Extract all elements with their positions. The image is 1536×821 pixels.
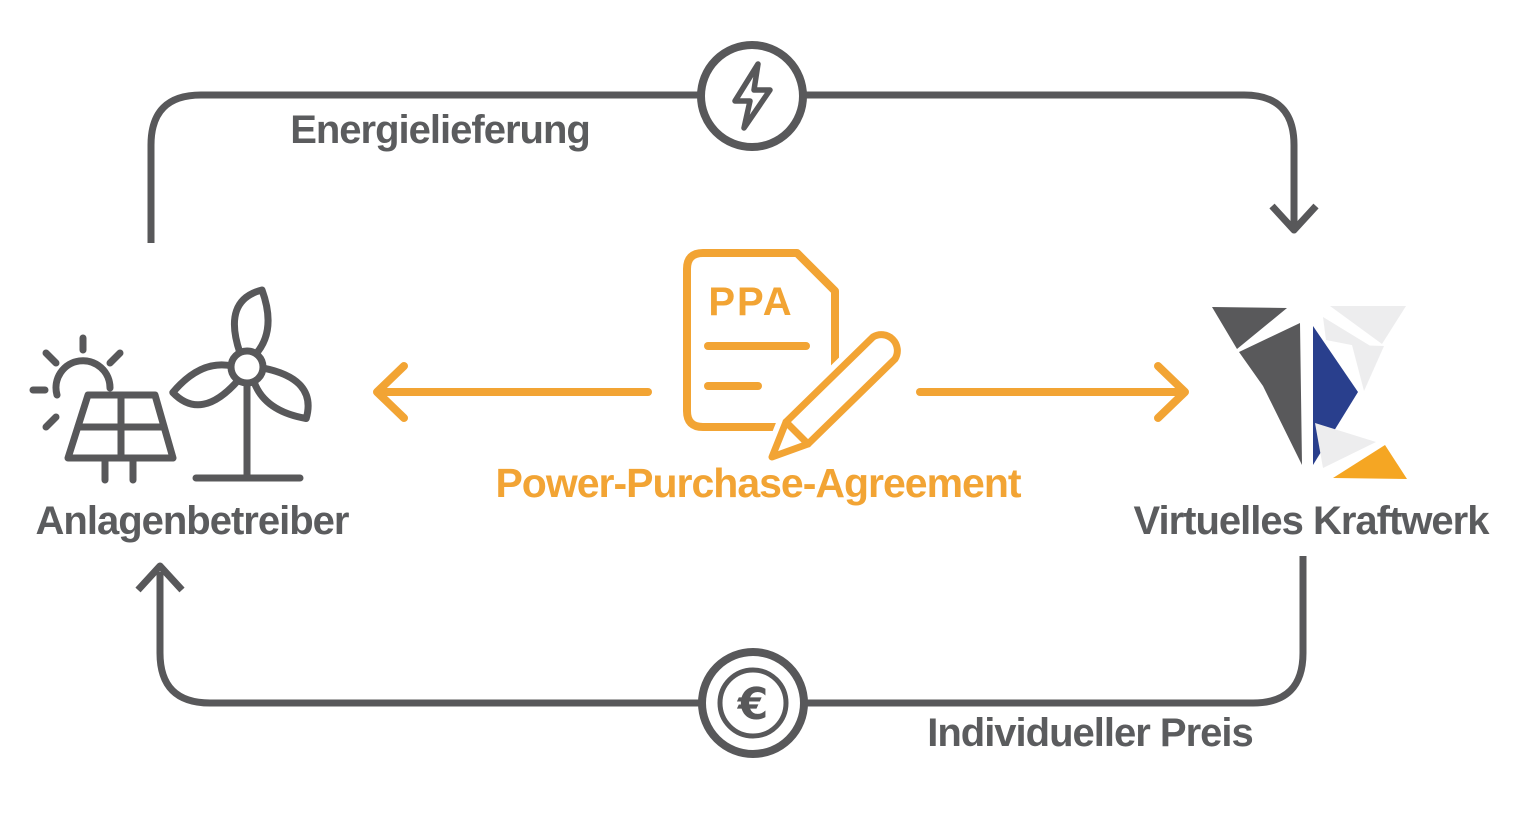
pencil-tip-line <box>782 418 812 448</box>
arrow-right-icon <box>1154 362 1189 422</box>
arrow-down-icon <box>1269 203 1319 234</box>
logo-triangle <box>1352 345 1384 391</box>
logo-triangle <box>1315 423 1376 468</box>
virtual-power-plant-logo <box>1212 306 1407 479</box>
arrow-up-icon <box>135 562 185 593</box>
renewable-plant-icon <box>29 286 312 484</box>
plant-operator-label: Anlagenbetreiber <box>35 499 350 543</box>
ppa-document-icon <box>683 249 907 466</box>
arrow-left-icon <box>373 362 408 422</box>
logo-triangle <box>1330 306 1406 344</box>
solar-panel-icon <box>64 391 177 484</box>
sun-icon <box>29 334 124 431</box>
lightning-icon <box>732 61 773 131</box>
ppa-arrow-right <box>916 362 1189 422</box>
energy-delivery-label: Energielieferung <box>290 108 591 152</box>
ppa-full-label: Power-Purchase-Agreement <box>495 460 1021 506</box>
coin-circle <box>717 667 789 739</box>
ppa-short-label: PPA <box>708 280 794 324</box>
pencil-icon <box>768 331 901 461</box>
virtual-power-plant-label: Virtuelles Kraftwerk <box>1133 499 1490 543</box>
logo-triangle <box>1323 317 1377 350</box>
logo-triangle <box>1239 323 1302 465</box>
euro-icon: € <box>737 679 769 730</box>
individual-price-label: Individueller Preis <box>927 711 1254 755</box>
wind-turbine-icon <box>169 286 312 482</box>
logo-triangle <box>1212 307 1287 349</box>
logo-triangle <box>1333 445 1407 479</box>
lightning-badge <box>697 41 807 151</box>
euro-badge: € <box>698 648 808 758</box>
ppa-arrow-left <box>373 362 652 422</box>
badge-circle <box>697 41 807 151</box>
